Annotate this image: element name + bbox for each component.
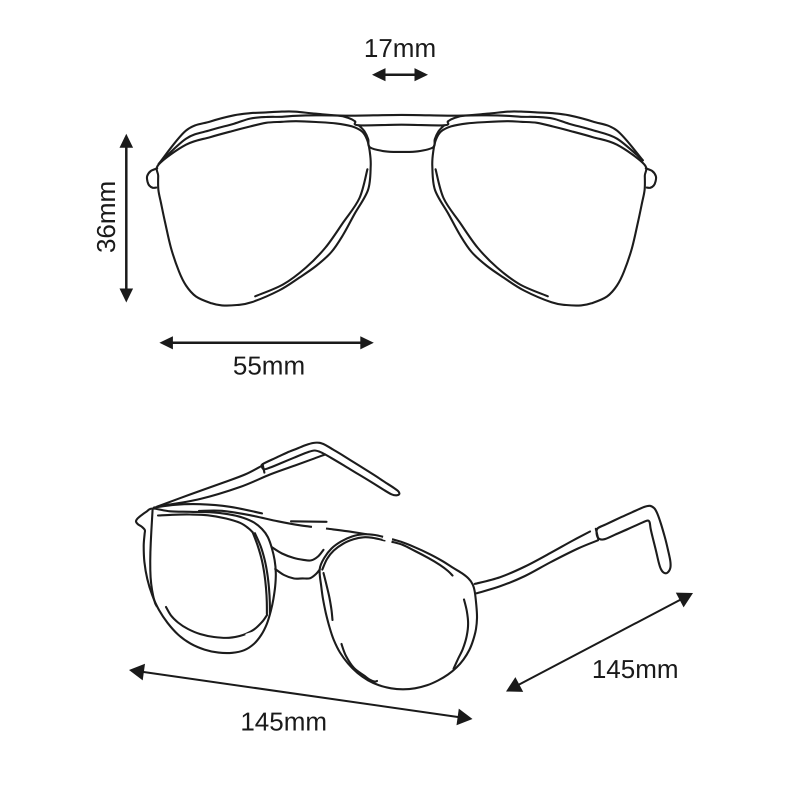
svg-text:55mm: 55mm — [233, 351, 305, 381]
svg-text:36mm: 36mm — [91, 181, 121, 253]
svg-text:145mm: 145mm — [592, 654, 679, 684]
svg-text:145mm: 145mm — [240, 707, 327, 737]
svg-text:17mm: 17mm — [364, 33, 436, 63]
